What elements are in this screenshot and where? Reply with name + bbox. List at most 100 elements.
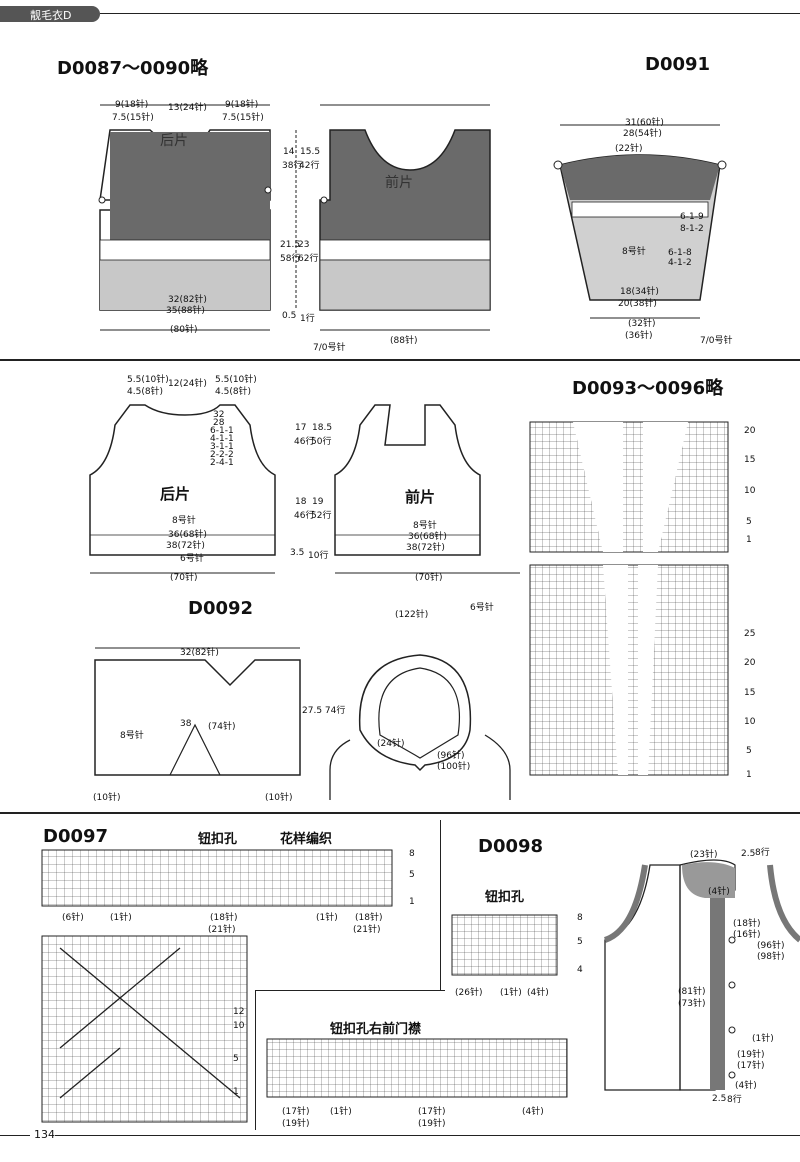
d0098-vest-4: (4针) — [708, 887, 730, 897]
d0098-vest-14: (4针) — [735, 1081, 757, 1091]
d0092-bottom-1: 36(68针) — [168, 530, 207, 540]
d0098-vest-5: (18针) — [733, 919, 761, 929]
d0087-side-2: 38行 — [282, 161, 303, 171]
d0091-gauge: 7/0号针 — [700, 336, 733, 346]
d0091-yoke — [560, 155, 720, 200]
d0092-pieces-diagram — [89, 404, 520, 574]
d0087-bottom-4: (88针) — [390, 336, 418, 346]
d0092-shawl-notch — [169, 723, 221, 776]
d0087-bottom-2: 35(88针) — [166, 306, 205, 316]
d0098-button-band — [710, 890, 725, 1090]
d0093-row-4: 5 — [746, 517, 752, 527]
d0097-title: D0097 — [43, 826, 109, 847]
d0091-band — [571, 201, 709, 218]
d0098-vest-12: (19针) — [737, 1050, 765, 1060]
header-tab-label: 靓毛衣D — [30, 9, 72, 22]
d0087-bottom-3: (80针) — [170, 325, 198, 335]
d0098-small-bottom-2: (1针) — [500, 988, 522, 998]
d0087-side-1: 14 — [283, 147, 295, 157]
d0097-chart-bottom — [41, 935, 248, 1123]
d0098-vest-8: (98针) — [757, 952, 785, 962]
d0092-dec-7: 2-4-1 — [210, 458, 234, 468]
d0093-gap-right — [643, 422, 688, 552]
d0092-collar-1: (122针) — [395, 610, 429, 620]
d0087-gauge: 7/0号针 — [313, 343, 346, 353]
d0092-width-front: (70针) — [415, 573, 443, 583]
d0091-bottom-2: 20(38针) — [618, 299, 657, 309]
d0092-dec-3: 6-1-1 — [210, 426, 234, 436]
d0092-bottom-3: 36(68针) — [408, 532, 447, 542]
d0098-small-row-8: 8 — [577, 913, 583, 923]
d0092-bottom-2: 38(72针) — [166, 541, 205, 551]
header-rule — [100, 13, 800, 14]
footer-rule-left — [0, 1135, 30, 1136]
d0098-button-3 — [728, 1026, 736, 1034]
d0093-row-9: 10 — [744, 717, 756, 727]
d0092-title: D0092 — [188, 598, 254, 619]
d0098-band-bottom-1: (17针) — [282, 1107, 310, 1117]
d0087-side-6: 58行 — [280, 254, 301, 264]
back-band — [99, 239, 271, 261]
d0098-band-bottom-3: (17针) — [418, 1107, 446, 1117]
d0092-side-6: 46行 — [294, 511, 315, 521]
d0092-dec-1: 32 — [213, 410, 225, 420]
front-button — [320, 196, 328, 204]
d0098-neck-band — [682, 862, 735, 898]
d0087-top-dim-4: 7.5(15针) — [112, 113, 154, 123]
d0098-label-buttonhole: 钮扣孔 — [485, 890, 525, 905]
d0093-grid-bottom — [529, 564, 729, 776]
d0087-top-dim-5: 7.5(15针) — [222, 113, 264, 123]
d0097-chart2-row-10: 10 — [233, 1021, 245, 1031]
d0098-vest-16: 8行 — [727, 1095, 742, 1105]
d0093-row-3: 10 — [744, 486, 756, 496]
d0098-small-bottom-1: (26针) — [455, 988, 483, 998]
d0098-band-grid — [266, 1038, 568, 1098]
d0092-top-1: 5.5(10针) — [127, 375, 169, 385]
d0092-collar-sides — [329, 734, 511, 800]
d0087-front-label: 前片 — [385, 175, 413, 191]
d0087-side-9: 0.5 — [282, 311, 297, 321]
back-rib — [100, 260, 270, 310]
d0098-button-2 — [728, 981, 736, 989]
footer-rule-right — [55, 1135, 800, 1136]
d0092-dec-4: 4-1-1 — [210, 434, 234, 444]
d0098-small-grid — [451, 914, 558, 976]
d0092-front-label: 前片 — [405, 488, 436, 506]
d0097-chart-top — [41, 849, 393, 907]
d0092-center-sts: (74针) — [208, 722, 236, 732]
d0098-band-chart — [266, 1038, 568, 1098]
d0092-width: 32(82针) — [180, 648, 219, 658]
d0091-dec-1: 6-1-9 — [680, 212, 704, 222]
d0098-vest-1: (23针) — [690, 850, 718, 860]
d0098-vest-15: 2.5 — [712, 1094, 727, 1104]
d0097-bottom-3: (18针) — [210, 913, 238, 923]
d0092-dec-2: 28 — [213, 418, 225, 428]
d0093-gap2-left — [603, 565, 628, 775]
d0092-shawl-outline — [94, 659, 301, 776]
d0093-title: D0093～0096略 — [572, 378, 724, 399]
d0092-collar-3: (96针) — [437, 751, 465, 761]
d0097-cable-lines — [59, 947, 241, 1099]
d0092-collar-2: (24针) — [377, 739, 405, 749]
d0091-dec-3: 6-1-8 — [668, 248, 692, 258]
d0093-grid-top — [529, 421, 729, 553]
d0091-bottom-1: 18(34针) — [620, 287, 659, 297]
d0087-side-8: 62行 — [298, 254, 319, 264]
d0097-row-8: 8 — [409, 849, 415, 859]
d0091-bottom-3: (32针) — [628, 319, 656, 329]
d0093-row-8: 15 — [744, 688, 756, 698]
d0092-bottom-left: (10针) — [93, 793, 121, 803]
d0091-top-3: (22针) — [615, 144, 643, 154]
d0098-vest-2: 2.5 — [741, 849, 756, 859]
d0098-armhole-band-right — [767, 864, 800, 943]
d0087-side-3: 15.5 — [300, 147, 321, 157]
d0087-top-dim-3: 9(18针) — [225, 100, 259, 110]
d0092-needle: 8号针 — [120, 731, 144, 741]
page-number: 134 — [34, 1128, 55, 1141]
d0093-row-11: 1 — [746, 770, 752, 780]
d0093-gap2-right — [638, 565, 658, 775]
d0098-small-bottom-3: (4针) — [527, 988, 549, 998]
section-divider-2 — [0, 812, 800, 814]
d0098-vest-body — [604, 864, 681, 1091]
d0087-title: D0087～0090略 — [57, 58, 209, 79]
